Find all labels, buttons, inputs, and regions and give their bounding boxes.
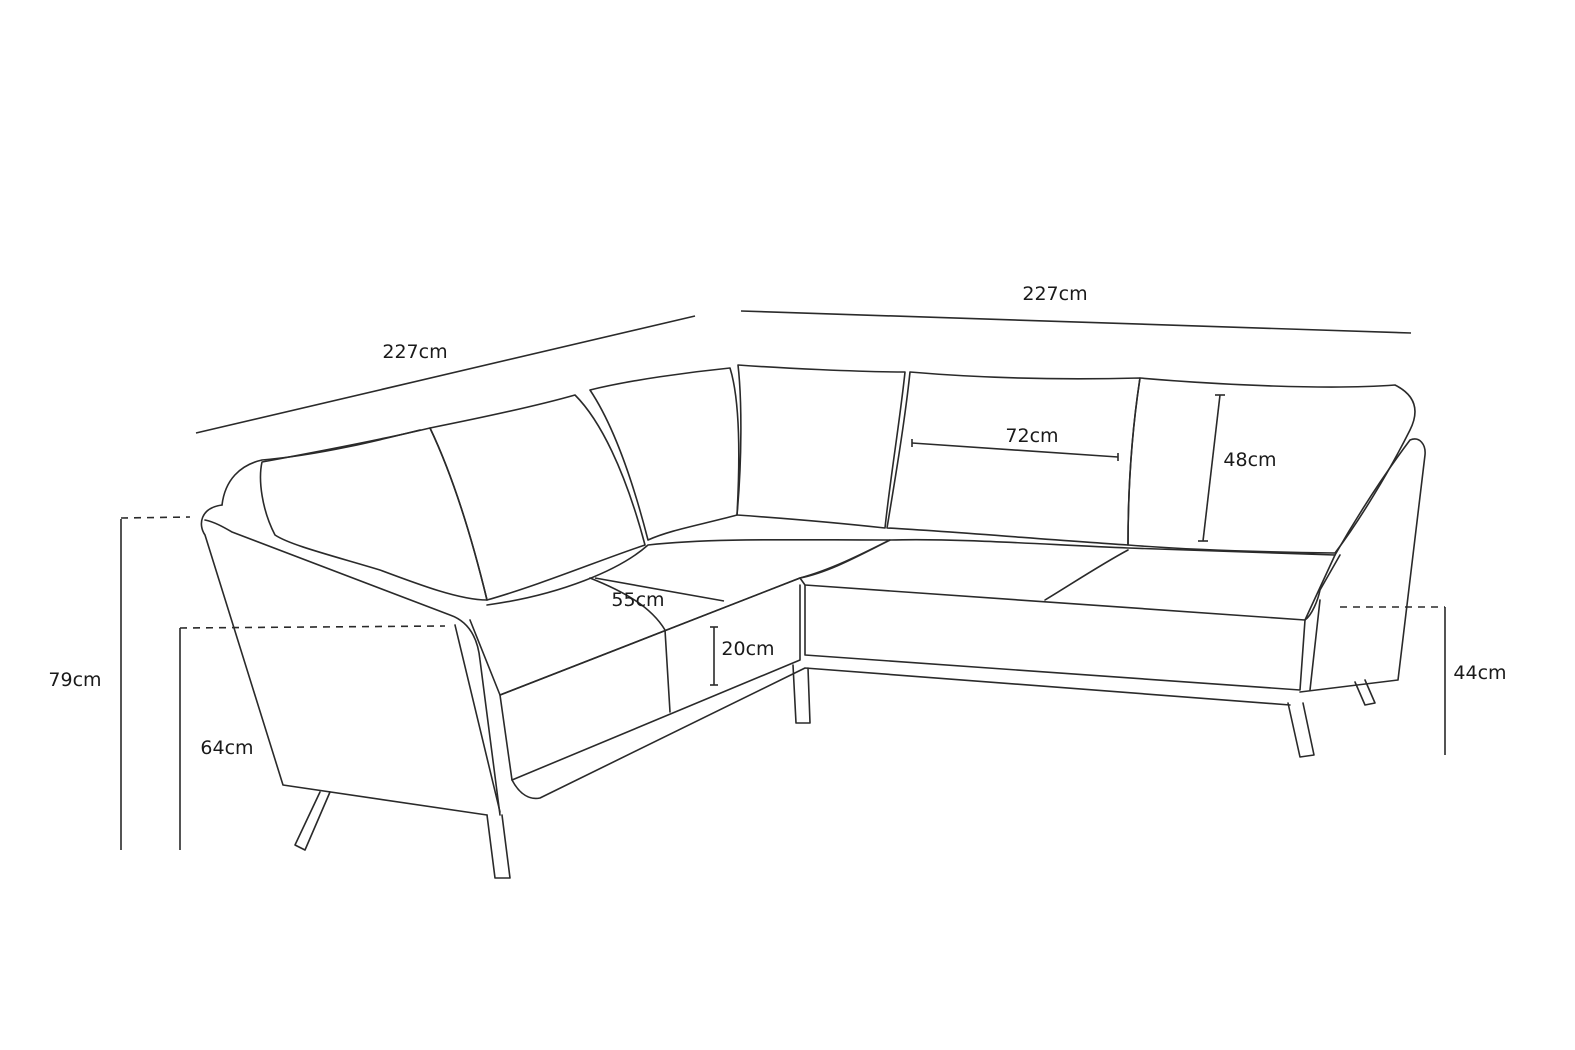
right-length-label: 227cm bbox=[1022, 283, 1088, 305]
sofa-legs bbox=[294, 664, 1376, 879]
seat-height-marker bbox=[1340, 606, 1446, 755]
right-back-cushions bbox=[736, 364, 1416, 554]
arm-height-marker bbox=[179, 625, 446, 850]
total-height-label: 79cm bbox=[48, 669, 102, 691]
right-arm bbox=[1299, 438, 1426, 693]
seat-thickness-label: 20cm bbox=[721, 638, 775, 660]
left-back-cushions bbox=[259, 367, 740, 601]
cushion-width-marker bbox=[911, 439, 1119, 461]
arm-height-label: 64cm bbox=[200, 737, 254, 759]
left-length-line bbox=[195, 315, 696, 434]
cushion-height-marker bbox=[1198, 394, 1225, 542]
seat-thickness-marker bbox=[710, 626, 718, 686]
right-length-line bbox=[740, 310, 1412, 334]
left-length-label: 227cm bbox=[382, 341, 448, 363]
seat-depth-label: 55cm bbox=[611, 589, 665, 611]
cushion-height-label: 48cm bbox=[1223, 449, 1277, 471]
seat-height-label: 44cm bbox=[1453, 662, 1507, 684]
seat-cushions bbox=[469, 538, 1336, 800]
seat-depth-marker bbox=[594, 577, 725, 602]
total-height-marker bbox=[120, 516, 191, 850]
cushion-width-label: 72cm bbox=[1005, 425, 1059, 447]
